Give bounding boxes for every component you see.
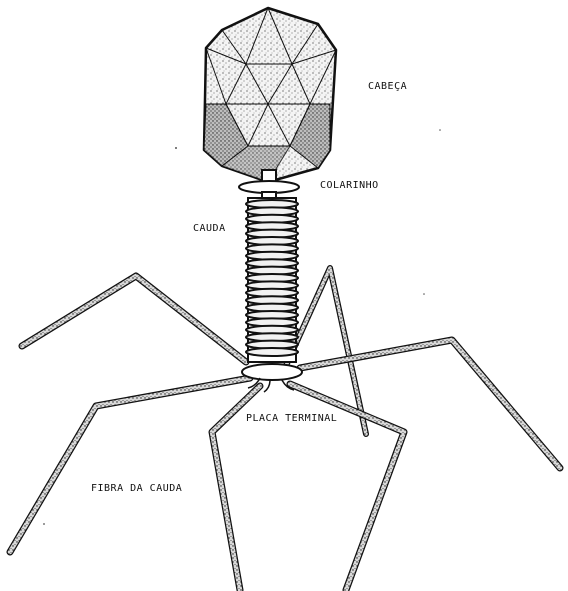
label-head: CABEÇA <box>368 82 407 92</box>
label-collar: COLARINHO <box>320 181 379 191</box>
tail-fiber-back-left <box>22 276 246 362</box>
tail-sheath <box>246 198 298 362</box>
capsid-head <box>204 8 336 182</box>
sheath-ring <box>246 348 298 356</box>
label-tail: CAUDA <box>193 224 226 234</box>
label-tail-fiber: FIBRA DA CAUDA <box>91 484 182 494</box>
tail-fiber-front-left <box>10 378 250 552</box>
label-base-plate: PLACA TERMINAL <box>246 414 337 424</box>
